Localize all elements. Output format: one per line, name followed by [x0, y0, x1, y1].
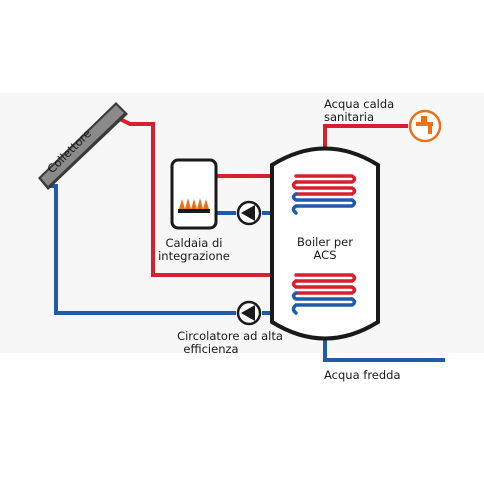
hot-water-outlet-pipe [323, 124, 408, 148]
pump-label-line2: efficienza [183, 342, 238, 356]
auxiliary-boiler [170, 158, 218, 230]
pump-icon [236, 300, 262, 326]
upper-heat-exchanger-coil [291, 174, 357, 215]
hot-water-label-line2: sanitaria [324, 110, 374, 124]
tap-icon [408, 109, 442, 143]
hot-water-label-line1: Acqua calda [324, 97, 394, 111]
aux-boiler-label-line1: Caldaia di [165, 236, 222, 250]
hot-pipe-collector [117, 116, 296, 277]
storage-tank [270, 146, 380, 341]
lower-heat-exchanger-coil [291, 273, 357, 315]
cold-water-inlet-pipe [323, 340, 445, 362]
tank-label-line2: ACS [314, 248, 337, 262]
aux-boiler-label-line2: integrazione [158, 249, 230, 263]
pump-label-line1: Circolatore ad alta [177, 329, 283, 343]
pump-icon [236, 200, 262, 226]
tank-label-line1: Boiler per [297, 235, 353, 249]
flame-icon [178, 198, 210, 213]
cold-water-label: Acqua fredda [324, 368, 401, 382]
